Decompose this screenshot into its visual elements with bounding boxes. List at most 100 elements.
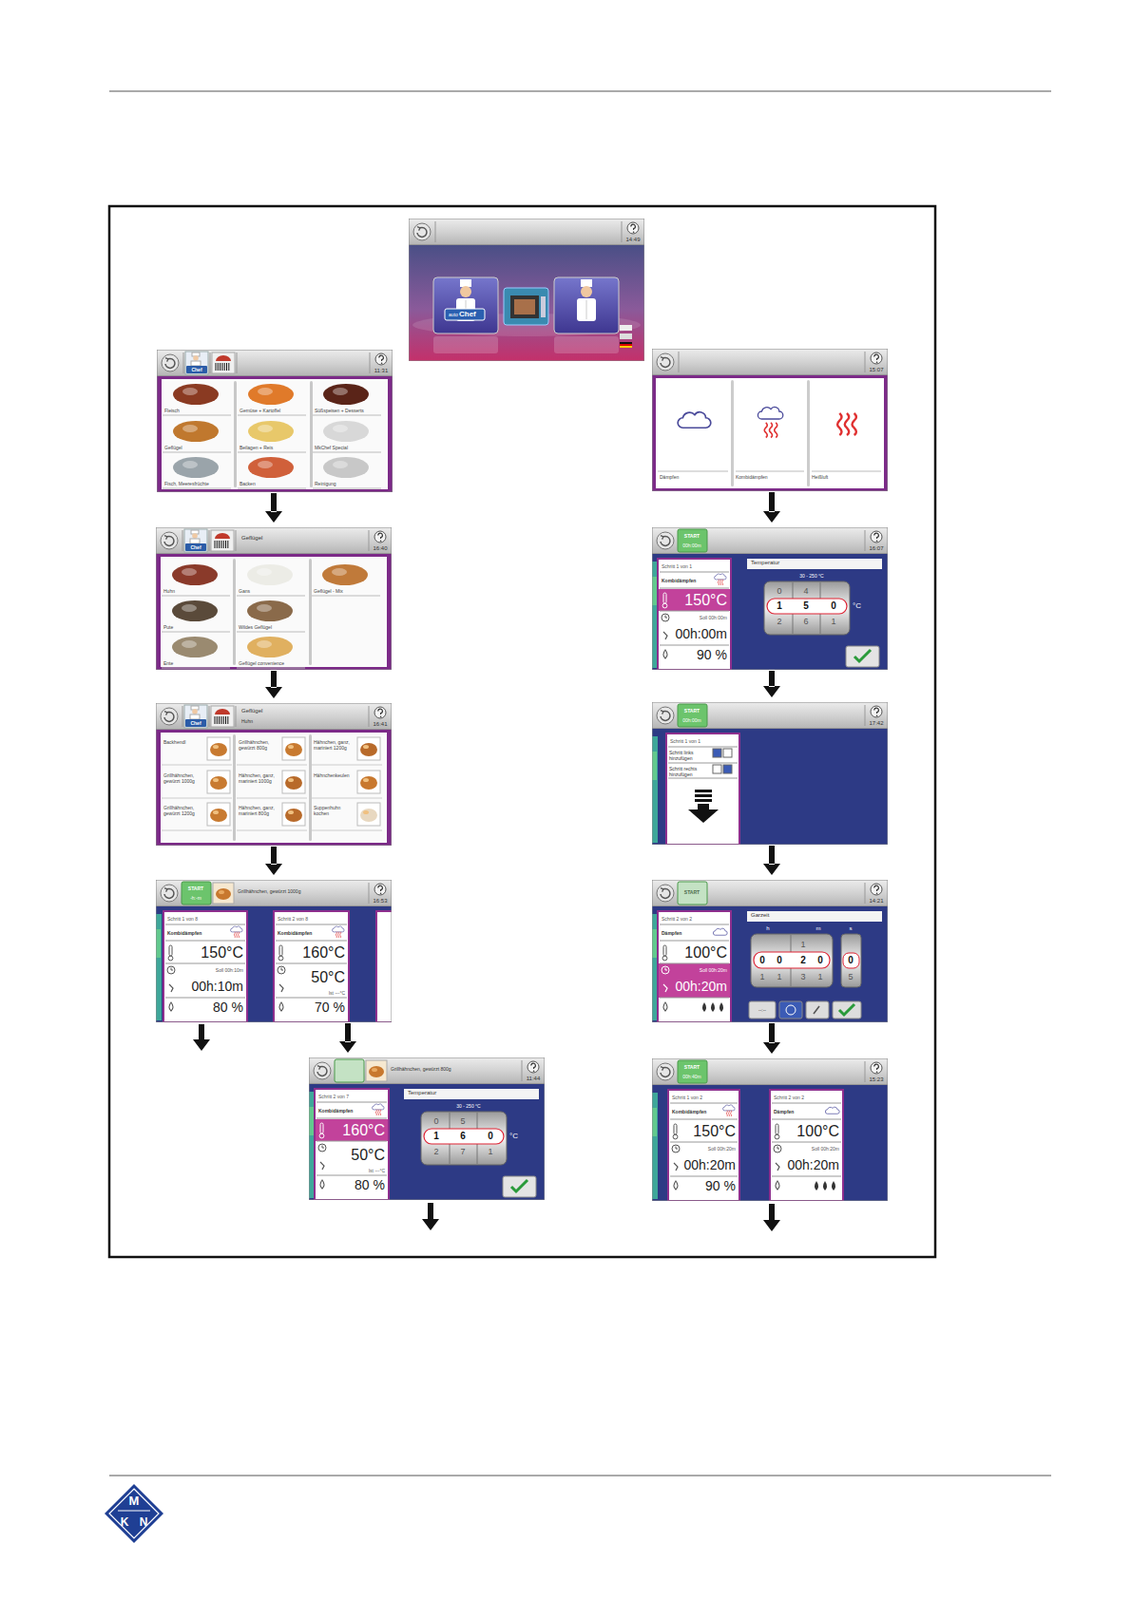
screen-art [237, 488, 307, 490]
screen-art [663, 945, 667, 957]
screen-art [165, 940, 246, 942]
screen-art [668, 763, 738, 765]
screen-art [316, 1102, 387, 1104]
screen-art [340, 932, 342, 939]
screen-art [161, 595, 231, 597]
screen-text: m [816, 925, 822, 933]
screen-art [717, 579, 719, 586]
screen-art [378, 885, 384, 892]
screenshot: 16:07START00h:00mSchritt 1 von 1Kombidäm… [652, 527, 888, 671]
screen-art [236, 830, 307, 832]
screen-text: 90 % [696, 647, 728, 664]
screen-art [172, 421, 219, 442]
screen-art [172, 383, 219, 405]
screen-art [337, 932, 339, 939]
screen-art [757, 406, 783, 420]
screen-text: START [684, 708, 700, 714]
screen-art [282, 737, 306, 761]
screen-art [688, 809, 719, 824]
screen-text: Grillhähnchen, gewürzt 1000g [237, 888, 301, 895]
screen-text: 5 [803, 600, 809, 613]
screen-art [155, 554, 392, 671]
screen-art [586, 300, 588, 320]
screen-art [767, 598, 847, 614]
screen-art [182, 460, 198, 469]
screen-art [723, 748, 732, 758]
screen-art [248, 421, 294, 442]
figure-frame [109, 206, 936, 1258]
screen-art [210, 743, 228, 757]
screen-text: Temperatur [750, 559, 780, 567]
screen-art [182, 387, 198, 396]
screen-art [256, 568, 272, 576]
screen-art [854, 650, 871, 662]
screen-text: 1 [776, 972, 782, 983]
screen-art [215, 355, 231, 362]
screen-art [677, 882, 708, 905]
screen-art [211, 352, 235, 374]
screen-art [236, 352, 238, 374]
screen-text: Schritt 2 von 8 [277, 916, 308, 922]
screen-text: Geflügel convenience [238, 660, 285, 667]
screen-art [786, 1005, 796, 1016]
screen-art [285, 808, 303, 823]
screen-art [184, 705, 208, 729]
screen-text: 4 [803, 586, 808, 597]
screen-art [322, 1146, 325, 1150]
screen-art [313, 1062, 331, 1080]
screen-art [652, 1085, 888, 1202]
screen-text: 30 - 250 °C [456, 1103, 480, 1110]
screen-art [730, 1111, 732, 1117]
screen-art [191, 709, 198, 715]
screen-text: START [684, 889, 700, 896]
screen-art [870, 531, 883, 543]
screen-art [677, 1060, 708, 1084]
screen-text: Backen [239, 480, 256, 487]
screen-text: Geflügel [241, 708, 263, 715]
screen-art [161, 632, 231, 634]
screen-text: 1 [487, 1147, 493, 1158]
screen-art [233, 932, 235, 939]
screen-art [155, 929, 161, 959]
screen-art [220, 540, 222, 549]
screen-text: Pute [163, 624, 173, 631]
screen-text: Beilagen + Reis [239, 444, 273, 451]
screen-art [273, 911, 349, 1023]
screen-art [521, 1060, 523, 1082]
screen-text: Grillhähnchen, gewürzt 1000g [163, 772, 206, 785]
screen-text: 50°C [350, 1146, 385, 1165]
screen-text: Hähnchen, ganz, mariniert 800g [238, 805, 281, 817]
screen-art [377, 1110, 379, 1116]
screen-text: 11:31 [374, 367, 389, 375]
screen-art [580, 286, 593, 298]
screen-art [169, 945, 173, 957]
screen-art [619, 325, 633, 331]
screen-text: 00h:00m [675, 626, 728, 643]
screen-art [845, 646, 880, 668]
screen-art [870, 1062, 883, 1075]
screen-art [652, 527, 888, 671]
screen-art [694, 799, 712, 803]
screen-art [670, 1103, 738, 1105]
screen-art [182, 706, 184, 728]
screen-text: Schritt 2 von 2 [661, 916, 692, 922]
screen-art [277, 966, 286, 975]
screen-art [662, 603, 668, 609]
screen-art [209, 530, 211, 552]
screen-text: 0 [817, 955, 824, 967]
exit-arrow [422, 1203, 440, 1231]
screen-art [332, 926, 346, 933]
screen-text: --:-- [758, 1007, 767, 1014]
flow-arrow [763, 671, 781, 698]
flow-arrow [763, 492, 781, 523]
screen-art [209, 706, 211, 728]
screen-art [287, 778, 294, 783]
screen-art [160, 556, 387, 668]
screen-text: °C [509, 1132, 519, 1142]
screen-art [417, 227, 427, 237]
screen-art [156, 376, 393, 493]
screen-art [247, 636, 293, 658]
screen-art [214, 540, 216, 549]
screen-text: Chef [459, 309, 477, 320]
